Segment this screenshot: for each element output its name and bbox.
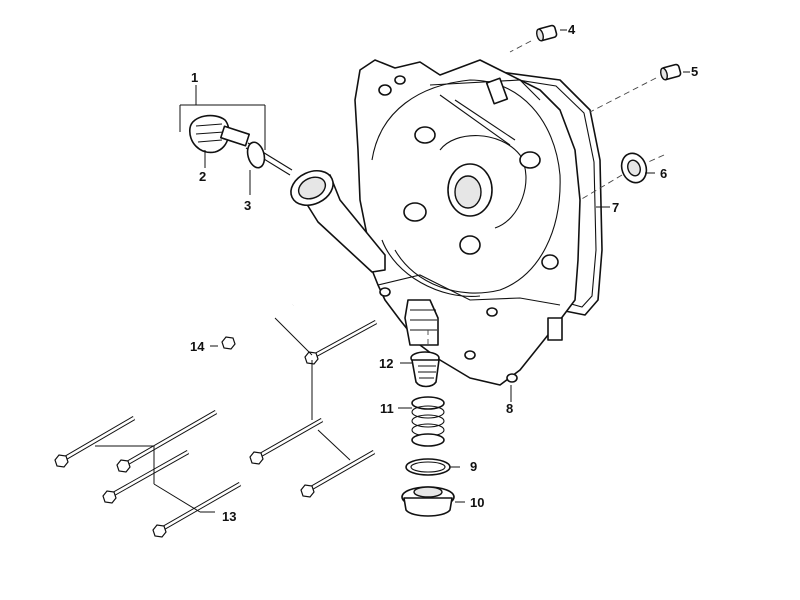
oil-filler-neck xyxy=(290,169,386,273)
dowel-pin-part-5 xyxy=(660,63,682,81)
callout-6: 6 xyxy=(660,166,667,181)
callout-4: 4 xyxy=(568,22,576,37)
callout-13: 13 xyxy=(222,509,236,524)
callout-2: 2 xyxy=(199,169,206,184)
callout-10: 10 xyxy=(470,495,484,510)
spring-part-11 xyxy=(411,396,445,447)
callout-12: 12 xyxy=(379,356,393,371)
dowel-pin-part-4 xyxy=(536,24,558,42)
callout-9: 9 xyxy=(470,459,477,474)
oil-strainer-part-12 xyxy=(410,351,440,388)
bolt-13-a xyxy=(54,416,136,468)
callout-14: 14 xyxy=(190,339,205,354)
bolt-13-f xyxy=(300,450,376,498)
bolt-13-b xyxy=(116,410,218,473)
alignment-lines xyxy=(427,40,665,345)
callout-3: 3 xyxy=(244,198,251,213)
callout-11: 11 xyxy=(380,401,394,416)
callout-labels: 1 2 3 4 5 6 7 8 9 10 11 12 13 14 xyxy=(190,22,698,524)
callout-5: 5 xyxy=(691,64,698,79)
oil-seal-part-6 xyxy=(620,152,648,184)
drain-plug-part-10 xyxy=(401,486,455,517)
o-ring-part-9 xyxy=(405,458,451,476)
crankcase-cover-part-8 xyxy=(354,59,581,386)
callout-8: 8 xyxy=(506,401,513,416)
callout-1: 1 xyxy=(191,70,198,85)
bolt-13-d xyxy=(152,482,242,538)
bolt-14-a xyxy=(221,303,294,350)
bolt-13-e xyxy=(249,418,324,465)
bolt-14-b xyxy=(304,320,378,365)
bolt-set xyxy=(54,303,378,538)
bolt-13-c xyxy=(102,450,190,504)
leader-lines xyxy=(95,29,690,513)
callout-7: 7 xyxy=(612,200,619,215)
o-ring-part-3 xyxy=(246,141,266,169)
